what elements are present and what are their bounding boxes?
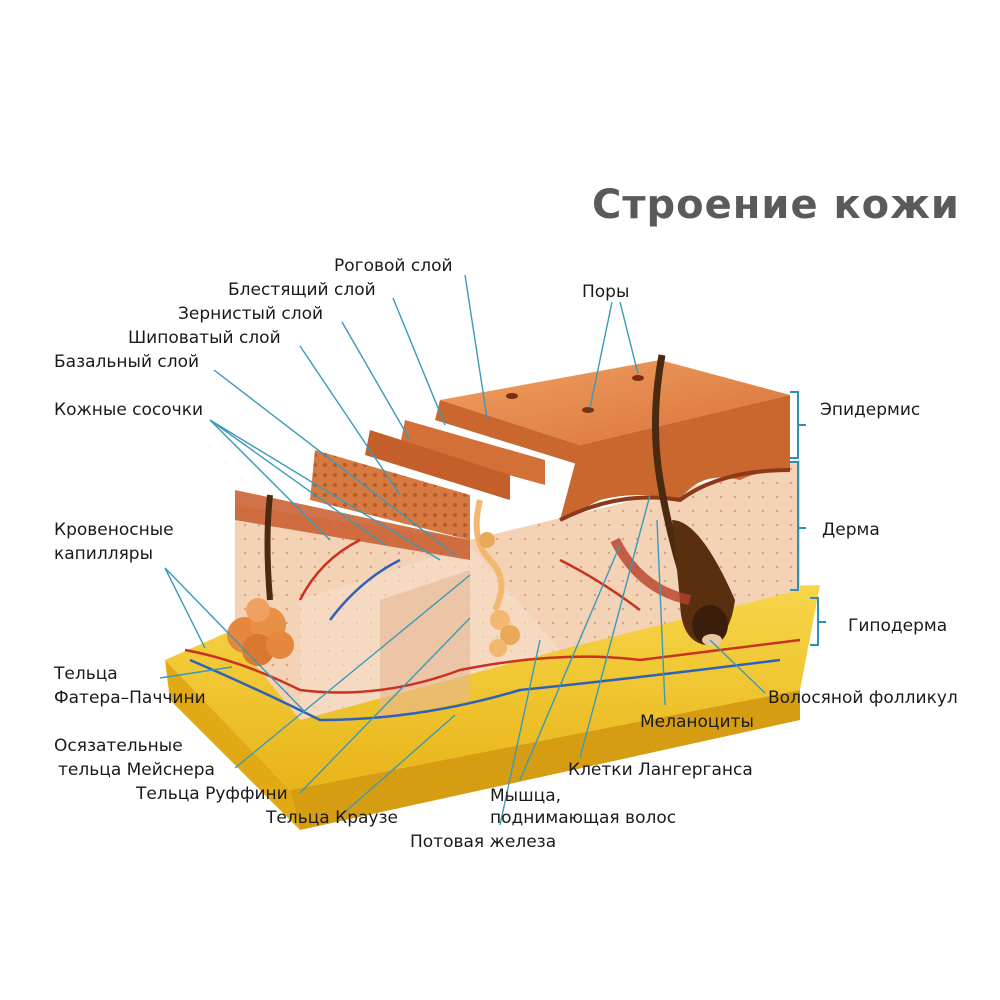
label-pacini-line1: Тельца [54, 664, 118, 684]
label-ruffini: Тельца Руффини [136, 784, 288, 804]
label-dermal-papillae: Кожные сосочки [54, 400, 204, 420]
leader-arrector [519, 544, 621, 781]
leader-meissner [234, 574, 471, 769]
leader-papillae-1 [209, 419, 331, 541]
label-stratum-granulosum: Зернистый слой [178, 304, 324, 324]
leader-pacini [159, 666, 233, 679]
leader-papillae-3 [209, 419, 441, 561]
label-krause: Тельца Краузе [266, 808, 398, 828]
leader-krause [344, 714, 456, 813]
leader-pores-1 [589, 301, 613, 409]
label-capillaries-line2: капилляры [54, 544, 154, 564]
label-meissner-line2: тельца Мейснера [58, 760, 215, 780]
label-epidermis: Эпидермис [820, 400, 921, 420]
leader-papillae-2 [209, 419, 386, 546]
page-title: Строение кожи [592, 182, 960, 228]
leader-stratum-granulosum [341, 321, 411, 441]
label-hypodermis: Гиподерма [848, 616, 948, 636]
label-meissner-line1: Осязательные [54, 736, 183, 756]
label-capillaries-line1: Кровеносные [54, 520, 174, 540]
bracket-dermis [790, 461, 806, 591]
leader-lines [159, 274, 766, 826]
leader-pores-2 [619, 301, 639, 375]
layer-brackets [790, 391, 826, 646]
bracket-hypodermis [810, 597, 826, 646]
pore-2 [582, 407, 594, 413]
leader-sweat-gland [499, 639, 541, 826]
dermis-layer [235, 460, 800, 720]
label-stratum-lucidum: Блестящий слой [228, 280, 376, 300]
label-stratum-spinosum: Шиповатый слой [128, 328, 281, 348]
leader-langerhans [579, 494, 651, 759]
leader-ruffini [299, 617, 471, 794]
label-sweat-gland: Потовая железа [410, 832, 557, 852]
pores [506, 375, 644, 413]
leader-stratum-spinosum [299, 345, 401, 496]
leader-capillaries-1 [164, 567, 206, 649]
label-arrector-line1: Мышца, [490, 786, 562, 806]
label-langerhans: Клетки Лангерганса [568, 760, 753, 780]
pacinian-corpuscle-art [227, 598, 294, 666]
bracket-epidermis [790, 391, 806, 459]
pore-3 [632, 375, 644, 381]
label-pores: Поры [582, 282, 630, 302]
pore-1 [506, 393, 518, 399]
leader-stratum-lucidum [392, 297, 446, 426]
leader-hair-follicle [709, 639, 766, 694]
leader-stratum-corneum [464, 274, 488, 419]
label-stratum-basale: Базальный слой [54, 352, 200, 372]
label-hair-follicle: Волосяной фолликул [768, 688, 958, 708]
leader-stratum-basale [213, 369, 456, 556]
sweat-gland-art [473, 499, 520, 657]
label-arrector-line2: поднимающая волос [490, 808, 677, 828]
leader-melanocytes [656, 519, 666, 706]
leader-capillaries-2 [164, 567, 306, 713]
blood-vessels [184, 538, 801, 722]
label-pacini-line2: Фатера–Паччини [54, 688, 206, 708]
label-melanocytes: Меланоциты [640, 712, 754, 732]
hair-follicle-art [610, 354, 735, 646]
label-dermis: Дерма [822, 520, 880, 540]
label-stratum-corneum: Роговой слой [334, 256, 453, 276]
